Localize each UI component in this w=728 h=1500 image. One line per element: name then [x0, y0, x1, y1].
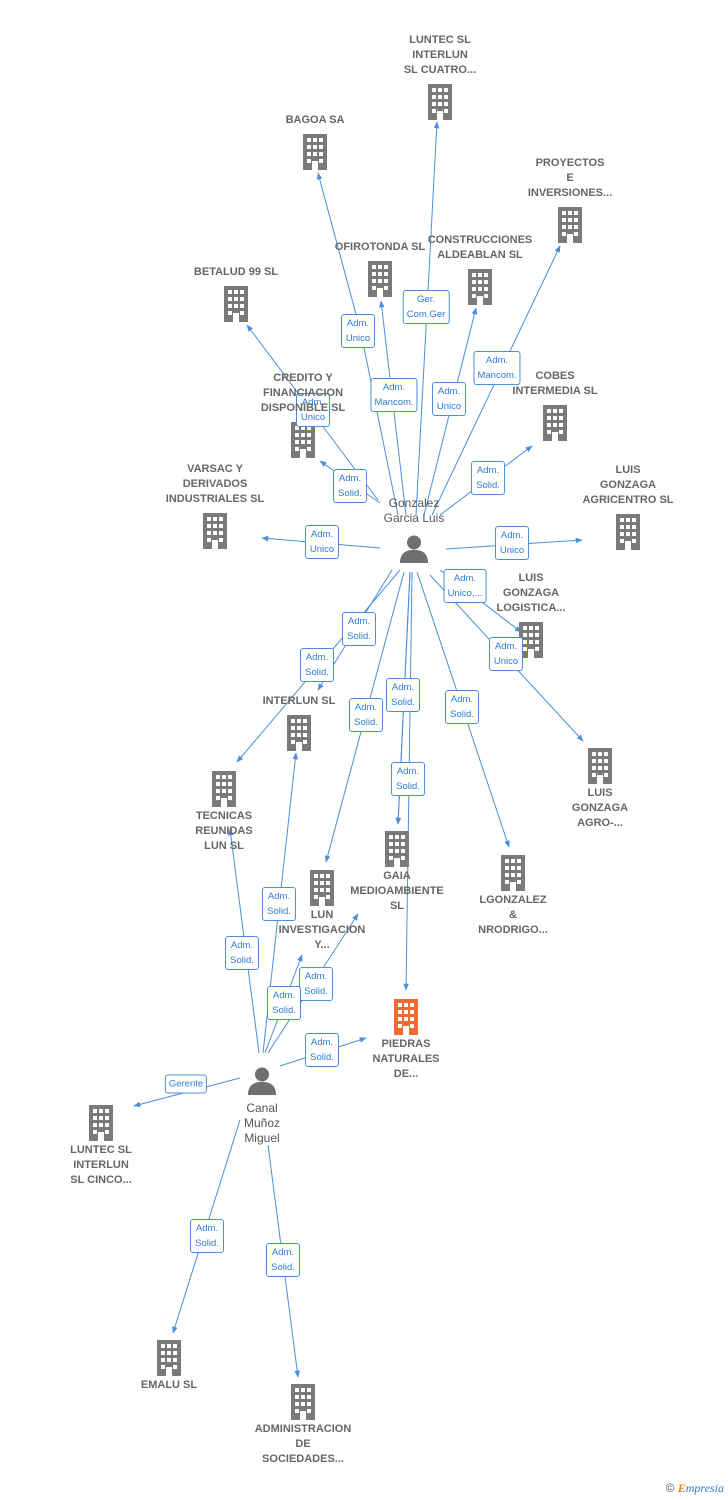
company-building-icon[interactable] — [385, 831, 409, 867]
edge-arrow — [356, 317, 399, 516]
company-building-icon[interactable] — [368, 261, 392, 297]
company-label-agro[interactable]: LUIS GONZAGA AGRO-... — [571, 787, 629, 829]
company-label-betalud[interactable]: BETALUD 99 SL — [193, 266, 279, 278]
company-label-interlun[interactable]: INTERLUN SL — [262, 695, 336, 707]
edge-arrow — [316, 172, 358, 319]
company-label-lun-investigacion[interactable]: LUN INVESTIGACION Y... — [278, 909, 366, 951]
company-label-emalu[interactable]: EMALU SL — [140, 1379, 198, 1391]
company-label-ofirotonda[interactable]: OFIROTONDA SL — [334, 241, 426, 253]
company-label-logistica[interactable]: LUIS GONZAGA LOGISTICA... — [496, 572, 566, 614]
edge-label[interactable]: Adm. Solid. — [300, 648, 334, 682]
copyright-symbol: © — [665, 1481, 675, 1495]
person-label-canal[interactable]: Canal Muñoz Miguel — [243, 1101, 281, 1145]
company-label-varsac[interactable]: VARSAC Y DERIVADOS INDUSTRIALES SL — [165, 463, 265, 505]
edge-label[interactable]: Adm. Solid. — [391, 762, 425, 796]
person-label-gonzalez[interactable]: Gonzalez Garcia Luis — [383, 496, 445, 525]
edge-label[interactable]: Gerente — [164, 1074, 208, 1094]
company-building-icon[interactable] — [303, 134, 327, 170]
company-building-icon[interactable] — [543, 405, 567, 441]
company-label-lgonzalez[interactable]: LGONZALEZ & NRODRIGO... — [478, 894, 548, 936]
edge-label[interactable]: Adm. Solid. — [299, 967, 333, 1001]
company-building-icon[interactable] — [287, 715, 311, 751]
edge-label[interactable]: Adm. Unico — [341, 314, 375, 348]
edge-label[interactable]: Adm. Unico,... — [443, 569, 487, 603]
nodes-layer — [89, 84, 640, 1420]
edge-label[interactable]: Adm. Unico — [495, 526, 529, 560]
edge-label[interactable]: Adm. Mancom. — [370, 378, 418, 412]
target-company-building-icon[interactable] — [394, 999, 418, 1035]
company-label-construcciones[interactable]: CONSTRUCCIONES ALDEABLAN SL — [427, 234, 533, 261]
company-building-icon[interactable] — [291, 422, 315, 458]
edge-label[interactable]: Adm. Unico — [432, 382, 466, 416]
company-label-piedras[interactable]: PIEDRAS NATURALES DE... — [372, 1038, 440, 1080]
company-label-agricentro[interactable]: LUIS GONZAGA AGRICENTRO SL — [582, 464, 674, 506]
edge-label[interactable]: Adm. Unico — [296, 393, 330, 427]
edge-label[interactable]: Adm. Unico — [489, 637, 523, 671]
company-label-cobes[interactable]: COBES INTERMEDIA SL — [512, 370, 598, 397]
edge-label[interactable]: Adm. Solid. — [225, 936, 259, 970]
edge-label[interactable]: Adm. Solid. — [305, 1033, 339, 1067]
edge-label[interactable]: Adm. Unico — [305, 525, 339, 559]
company-building-icon[interactable] — [157, 1340, 181, 1376]
edge-label[interactable]: Adm. Solid. — [262, 887, 296, 921]
company-building-icon[interactable] — [291, 1384, 315, 1420]
person-icon[interactable] — [248, 1067, 276, 1095]
edges-layer — [133, 121, 584, 1378]
company-label-credito[interactable]: CREDITO Y FINANCIACION DISPONIBLE SL — [260, 372, 346, 414]
edge-label[interactable]: Adm. Solid. — [190, 1219, 224, 1253]
company-building-icon[interactable] — [558, 207, 582, 243]
edge-label[interactable]: Adm. Mancom. — [473, 351, 521, 385]
edge-label[interactable]: Adm. Solid. — [386, 678, 420, 712]
company-label-gaia[interactable]: GAIA MEDIOAMBIENTE SL — [350, 870, 444, 912]
edge-label[interactable]: Ger. Com.Ger — [402, 290, 450, 324]
company-building-icon[interactable] — [89, 1105, 113, 1141]
person-icon[interactable] — [400, 535, 428, 563]
company-label-tecnicas[interactable]: TECNICAS REUNIDAS LUN SL — [195, 810, 253, 852]
company-label-bagoa[interactable]: BAGOA SA — [285, 114, 345, 126]
edge-label[interactable]: Adm. Solid. — [445, 690, 479, 724]
company-building-icon[interactable] — [203, 513, 227, 549]
company-building-icon[interactable] — [468, 269, 492, 305]
edge-label[interactable]: Adm. Solid. — [349, 698, 383, 732]
edge-label[interactable]: Adm. Solid. — [471, 461, 505, 495]
company-building-icon[interactable] — [212, 771, 236, 807]
company-label-administracion[interactable]: ADMINISTRACION DE SOCIEDADES... — [254, 1423, 352, 1465]
edge-label[interactable]: Adm. Solid. — [342, 612, 376, 646]
edge-label[interactable]: Adm. Solid. — [267, 986, 301, 1020]
company-building-icon[interactable] — [224, 286, 248, 322]
company-label-luntec-cinco[interactable]: LUNTEC SL INTERLUN SL CINCO... — [70, 1144, 132, 1186]
company-label-luntec-cuatro[interactable]: LUNTEC SL INTERLUN SL CUATRO... — [403, 34, 477, 76]
edge-label[interactable]: Adm. Solid. — [266, 1243, 300, 1277]
company-building-icon[interactable] — [616, 514, 640, 550]
company-building-icon[interactable] — [428, 84, 452, 120]
company-label-proyectos[interactable]: PROYECTOS E INVERSIONES... — [527, 157, 613, 199]
company-building-icon[interactable] — [588, 748, 612, 784]
company-building-icon[interactable] — [501, 855, 525, 891]
footer-brand[interactable]: © Empresia — [666, 1481, 724, 1496]
empresia-logo: Empresia — [677, 1481, 724, 1495]
edge-label[interactable]: Adm. Solid. — [333, 469, 367, 503]
